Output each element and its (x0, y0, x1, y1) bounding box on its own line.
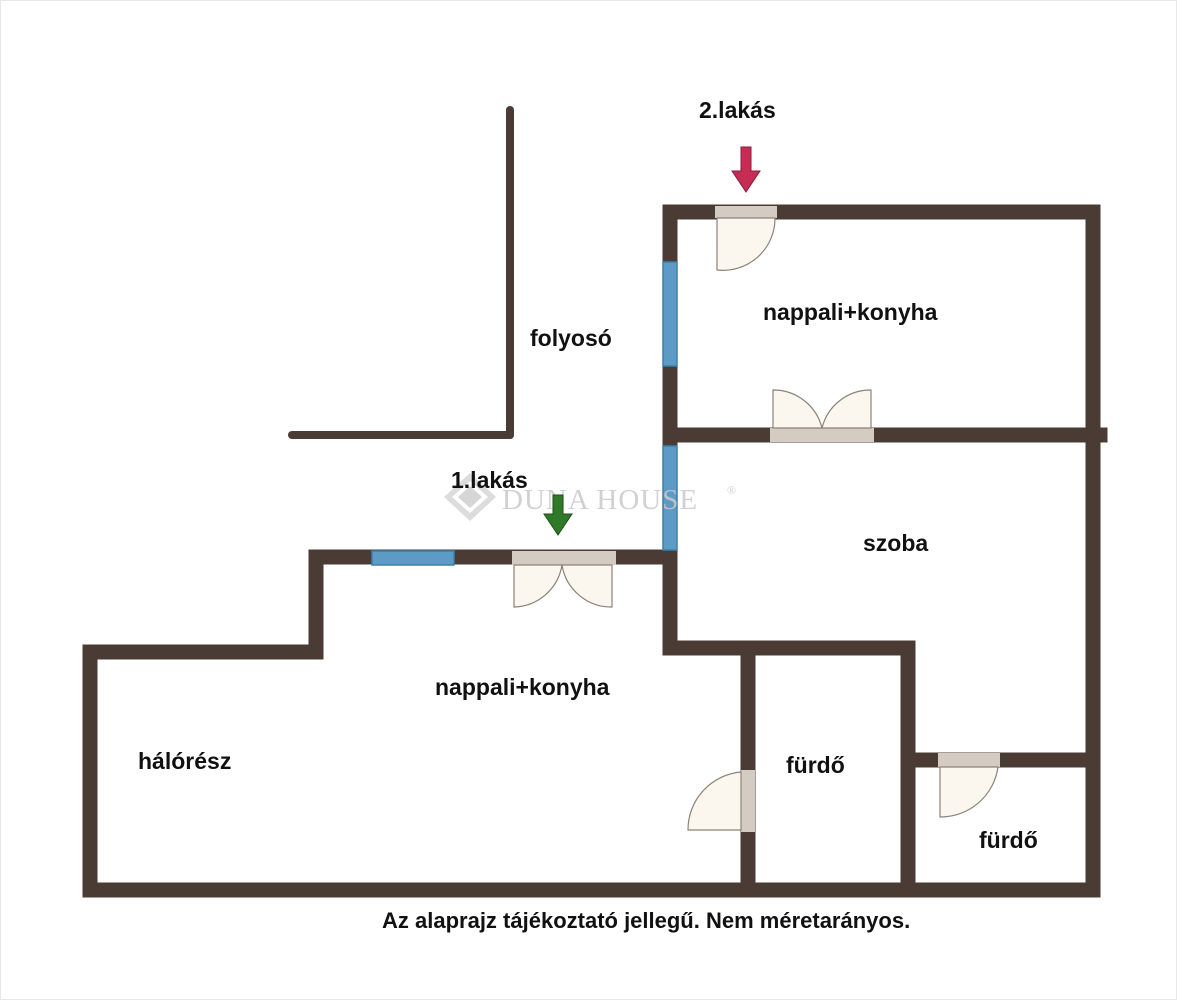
duna-house-watermark: DUNA HOUSE ® (444, 473, 737, 521)
room-label-corridor: folyosó (530, 325, 612, 351)
room-label-apt1-living-kitchen: nappali+konyha (435, 674, 610, 700)
watermark-registered-mark: ® (727, 483, 737, 497)
windows (371, 261, 678, 566)
door-bathroom-2 (938, 753, 1000, 818)
duna-house-logo-icon (444, 473, 496, 521)
apt2-entrance-label: 2.lakás (699, 97, 776, 123)
watermark-text: DUNA HOUSE (502, 484, 698, 516)
room-label-apt2-room: szoba (863, 530, 928, 556)
window-apt1-corridor (371, 550, 455, 566)
doors (512, 206, 1000, 832)
room-label-bathroom-2: fürdő (979, 827, 1038, 853)
room-label-apt2-living-kitchen: nappali+konyha (763, 299, 938, 325)
door-bathroom-1 (687, 770, 755, 832)
room-label-bathroom-1: fürdő (786, 752, 845, 778)
down-arrow-icon (543, 494, 573, 536)
apt1-entrance-label: 1.lakás (451, 467, 528, 493)
window-room-corridor (662, 445, 678, 551)
door-apt2-double (770, 389, 874, 442)
window-apt2-corridor (662, 261, 678, 367)
door-apt2-entrance (715, 206, 777, 271)
down-arrow-icon (731, 146, 761, 193)
corridor-walls (288, 106, 514, 439)
door-apt1-entrance (512, 551, 616, 608)
disclaimer-text: Az alaprajz tájékoztató jellegű. Nem mér… (382, 908, 910, 933)
room-label-sleeping-area: hálórész (138, 748, 231, 774)
